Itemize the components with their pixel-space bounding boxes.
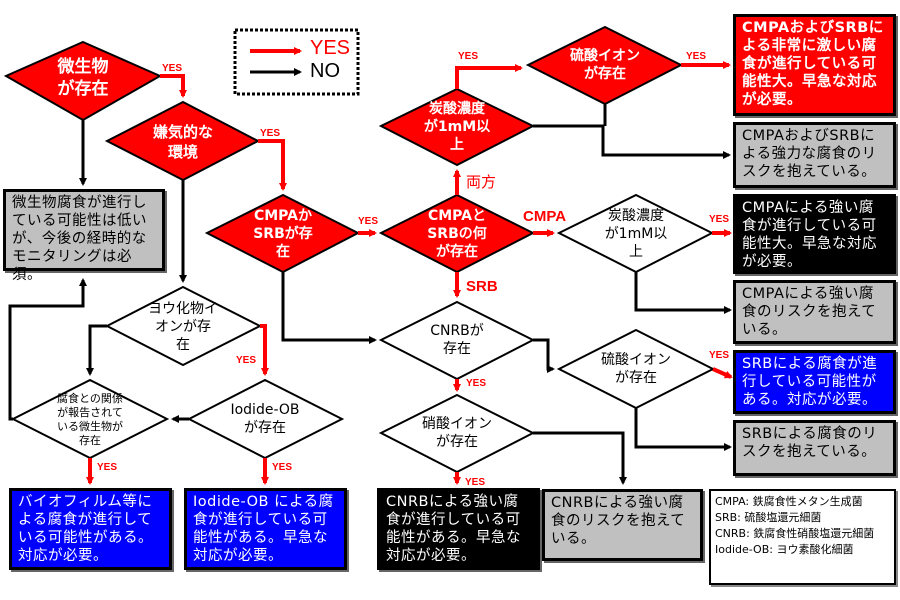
edge-sulfate-srb-no	[634, 408, 732, 451]
glossary-item-cmpa: CMPA: 鉄腐食性メタン生成菌	[715, 495, 863, 508]
edge-cmpa-or-srb-no	[281, 272, 377, 344]
outcome-cnrb-strong: CNRBによる強い腐食が進行している可能性がある。早急な対応が必要。	[377, 488, 540, 570]
glossary-item-iodide-ob: Iodide-OB: ヨウ素酸化細菌	[715, 543, 854, 556]
glossary-item-srb: SRB: 硫酸塩還元細菌	[715, 511, 822, 524]
outcome-cnrb-risk: CNRBによる強い腐食のリスクを抱えている。	[542, 489, 703, 561]
decision-sulfate-srb-text: 硫酸イオン が存在	[601, 352, 671, 386]
decision-iodide-ob-present-text: Iodide-OB が存在	[230, 402, 300, 436]
legend-box	[233, 28, 360, 96]
edge-iodide-no	[86, 324, 107, 376]
outcome-srb-risk: SRBによる腐食のリスクを抱えている。	[733, 420, 896, 476]
label-yes: YES	[236, 355, 257, 366]
decision-carbonate-both	[378, 87, 536, 167]
edge-carbonate-both-no	[533, 124, 731, 159]
label-both: 両方	[466, 174, 497, 191]
outcome-biofilm: バイオフィルム等による腐食が進行している可能性がある。対応が必要。	[9, 488, 172, 570]
outcome-low-possibility: 微生物腐食が進行している可能性は低いが、今後の経時的なモニタリングは必須。	[3, 189, 165, 283]
label-cmpa: CMPA	[523, 208, 567, 225]
outcome-srb-progress: SRBによる腐食が進行している可能性がある。対応が必要。	[733, 350, 896, 414]
legend-yes-label: YES	[310, 37, 351, 59]
decision-anaerobic-env-text: 嫌気的な 環境	[152, 123, 214, 161]
label-yes: YES	[686, 51, 707, 62]
edge-sulfate-srb-yes	[712, 367, 733, 379]
decision-cmpa-or-srb-text: CMPAか SRBが存 在	[253, 208, 313, 260]
label-yes: YES	[162, 63, 183, 74]
decision-sulfate-both-text: 硫酸イオン が存在	[570, 48, 640, 82]
decision-nitrate-present-text: 硝酸イオン が存在	[422, 416, 492, 450]
label-yes: YES	[466, 378, 487, 389]
label-srb: SRB	[466, 278, 498, 295]
label-yes: YES	[458, 51, 479, 62]
edge-anaerobic-yes	[258, 139, 287, 191]
outcome-iodide-ob: Iodide-OB による腐食が進行している可能性がある。早急な対応が必要。	[184, 488, 347, 570]
edge-carbonate-cmpa-no	[634, 272, 732, 314]
label-yes: YES	[260, 128, 281, 139]
legend-no-label: NO	[310, 60, 340, 82]
outcome-cmpa-srb-risk: CMPAおよびSRBによる強力な腐食のリスクを抱えている。	[733, 122, 896, 188]
outcome-cmpa-strong: CMPAによる強い腐食が進行している可能性大。早急な対応が必要。	[733, 194, 896, 274]
label-yes: YES	[272, 462, 293, 473]
label-yes: YES	[709, 350, 730, 361]
edge-nitrate-no	[533, 431, 627, 485]
decision-carbonate-cmpa-text: 炭酸濃度 が1mM以 上	[604, 208, 668, 260]
label-yes: YES	[358, 216, 379, 227]
decision-microbes-present-text: 微生物 が存在	[57, 57, 109, 99]
label-yes: YES	[97, 462, 118, 473]
glossary-box: CMPA: 鉄腐食性メタン生成菌 SRB: 硫酸塩還元細菌 CNRB: 鉄腐食性…	[709, 489, 896, 585]
decision-corrosion-related-text: 腐食との関係 が報告されて いる微生物が 存在	[57, 392, 123, 447]
edge-iodide-yes	[260, 324, 269, 376]
edge-cnrb-no	[533, 338, 555, 373]
decision-cnrb-present-text: CNRBが 存在	[430, 323, 484, 357]
edge-microbes-yes	[160, 74, 187, 98]
label-yes: YES	[709, 214, 730, 225]
decision-iodide-present	[104, 285, 263, 367]
edge-corrosion-related-no	[8, 278, 87, 421]
outcome-cmpa-risk: CMPAによる強い腐食のリスクを抱えている。	[733, 280, 896, 344]
outcome-cmpa-srb-severe: CMPAおよびSRBによる非常に激しい腐食が進行している可能性大。早急な対応が必…	[733, 14, 896, 116]
decision-cmpa-srb-which-text: CMPAと SRBの何 が存在	[427, 208, 487, 260]
decision-iodide-present-text: ヨウ化物イ オンが存 在	[148, 301, 218, 353]
label-yes: YES	[465, 477, 486, 488]
glossary-item-cnrb: CNRB: 鉄腐食性硝酸塩還元細菌	[715, 527, 875, 540]
decision-carbonate-both-text: 炭酸濃度 が1mM以 上	[423, 101, 491, 153]
edge-carbonate-both-yes	[455, 64, 523, 89]
